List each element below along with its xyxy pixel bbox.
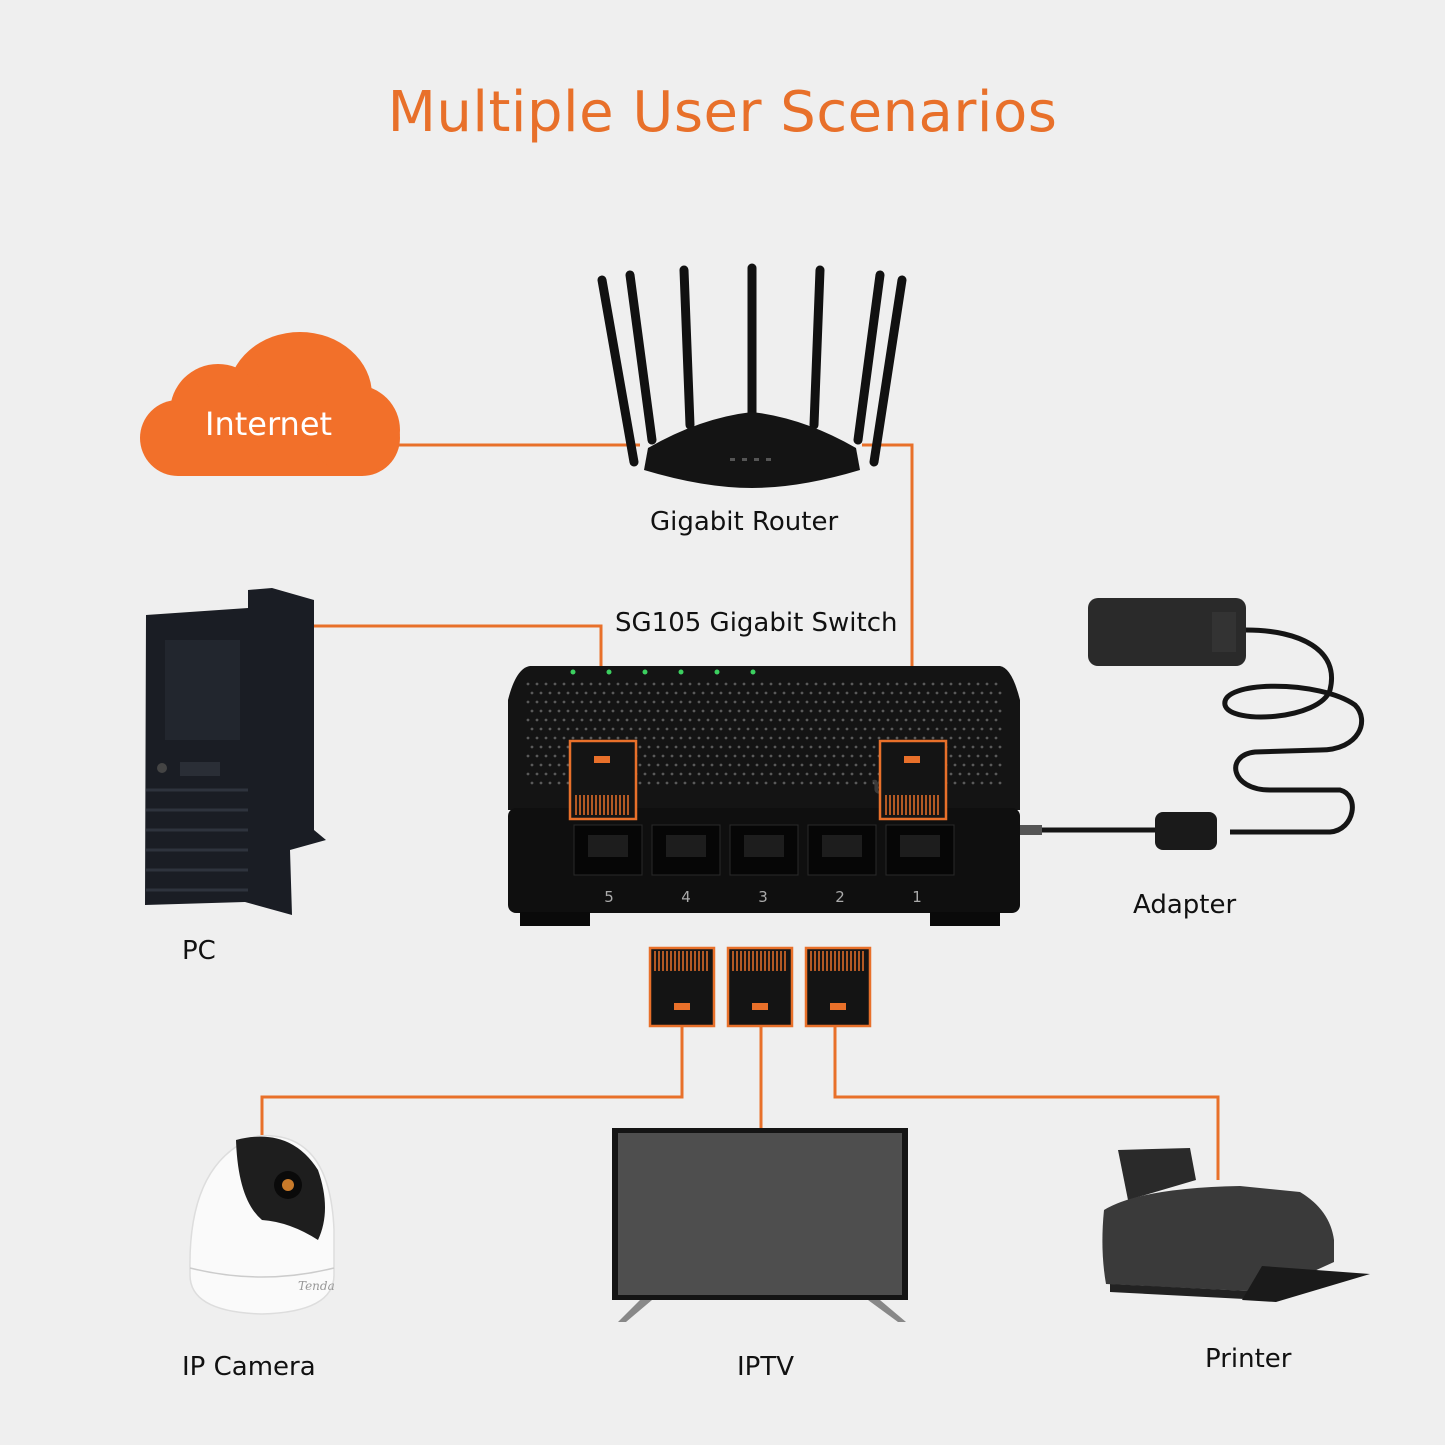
camera-brand-logo: Tenda [298,1279,335,1293]
port-number: 5 [604,888,614,906]
rj45-plug-router [878,739,948,821]
port-2 [807,824,877,876]
port-number: 1 [912,888,922,906]
switch-ports [573,824,955,876]
cloud-icon [140,332,400,476]
ip-camera-label: IP Camera [182,1352,316,1382]
port-3 [729,824,799,876]
rj45-plug-iptv [726,946,794,1028]
port-1 [885,824,955,876]
port-numbers: 5 4 3 2 1 [604,888,922,906]
port-4 [651,824,721,876]
port-number: 3 [758,888,768,906]
internet-label: Internet [205,405,333,443]
line-printer [833,1026,1220,1180]
pc-label: PC [182,936,216,966]
pc-icon [145,588,326,915]
ip-camera-icon: Tenda [189,1134,335,1315]
port-5 [573,824,643,876]
switch-label: SG105 Gigabit Switch [615,608,898,638]
port-number: 4 [681,888,691,906]
tv-icon [612,1128,908,1322]
rj45-plug-printer [804,946,872,1028]
rj45-plug-pc [568,739,638,821]
printer-label: Printer [1205,1344,1292,1374]
switch-vent-dots [526,682,1002,785]
rj45-plug-camera [648,946,716,1028]
router-icon [597,263,907,488]
adapter-icon [1020,598,1365,850]
line-camera [260,1026,684,1135]
page-title: Multiple User Scenarios [387,80,1058,145]
port-number: 2 [835,888,845,906]
iptv-label: IPTV [737,1352,795,1382]
adapter-label: Adapter [1133,890,1237,920]
printer-icon [1102,1148,1370,1302]
router-label: Gigabit Router [650,507,839,537]
